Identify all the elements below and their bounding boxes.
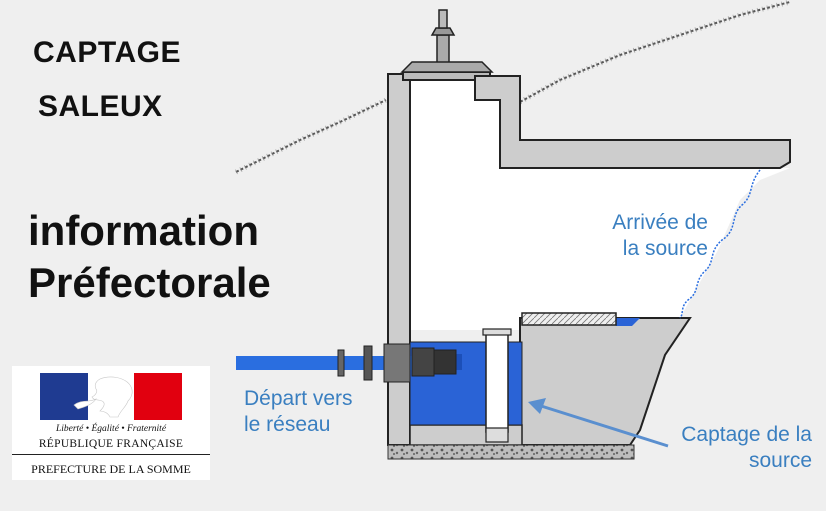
heading-line-1: information [28,207,259,254]
grate [521,312,617,326]
label-captage-line1: Captage de la [681,423,812,446]
logo-republic: RÉPUBLIQUE FRANÇAISE [38,438,184,450]
vent-cap [430,27,456,36]
ground-slope-left [235,99,387,173]
marianne-profile-icon [73,376,133,418]
flange-1 [337,349,345,377]
logo-prefecture: PREFECTURE DE LA SOMME [31,462,191,476]
label-captage: Captage de la source [670,422,812,475]
spring-water-surface [610,318,640,326]
chamber-interior [410,72,790,330]
label-depart-line1: Départ vers [244,387,353,410]
spring-inflow-line [679,169,761,319]
captage-arrow-line [537,403,669,448]
overflow-column [485,331,509,433]
flag [40,373,182,420]
water-basin-line [409,341,523,426]
left-wall [387,73,411,446]
label-depart-line2: le réseau [244,413,331,437]
overflow-column-top [482,328,512,336]
overflow-column-base [485,427,509,443]
hatch-cover [400,61,494,73]
label-depart: Départ vers le réseau [244,386,353,439]
ground-slope-right [519,1,791,103]
strainer-2 [433,349,457,375]
label-arrivee-line2: la source [622,237,708,261]
flag-blue [40,373,88,420]
gravel-foundation [387,444,635,460]
valve-body [383,343,411,383]
label-arrivee-line1: Arrivée de [612,211,708,234]
roof-slab [474,75,791,169]
captage-arrow-head [528,398,546,414]
label-captage-line2: source [748,449,812,473]
heading-line-2: Préfectorale [28,259,271,306]
flag-red [134,373,182,420]
logo-divider [12,454,210,455]
vent-top [438,9,448,29]
republique-francaise-logo: Liberté • Égalité • Fraternité RÉPUBLIQU… [12,366,210,480]
label-arrivee: Arrivée de la source [604,210,708,263]
strainer [411,347,435,377]
title-line-1: CAPTAGE [33,36,181,69]
ground-slope-right-hatch [518,0,791,105]
ground-slope-left-hatch [234,97,388,175]
flange-2 [363,345,373,381]
logo-motto: Liberté • Égalité • Fraternité [55,424,167,434]
title-line-2: SALEUX [38,90,163,123]
vent-stem [436,34,450,64]
